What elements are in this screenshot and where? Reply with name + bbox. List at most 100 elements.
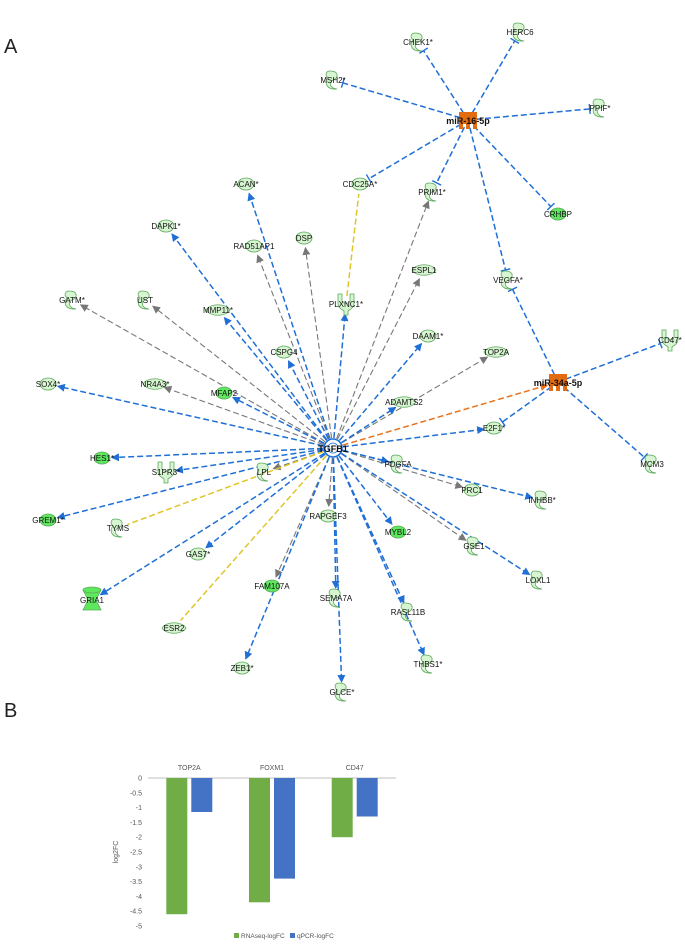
node-hes1[interactable]: HES1*	[90, 451, 114, 465]
node-dsp[interactable]: DSP	[295, 231, 313, 245]
edge-mir16-to-ppif	[475, 103, 591, 121]
node-mfap2[interactable]: MFAP2	[211, 386, 238, 400]
node-s1pr3[interactable]: S1PR3*	[152, 461, 180, 484]
node-espl1[interactable]: ESPL1	[411, 264, 437, 276]
node-label: PRIM1*	[418, 188, 446, 197]
edge-tgfb1-to-ust	[152, 305, 326, 443]
node-lpl[interactable]: LPL	[256, 462, 272, 482]
edge-mir16-to-crhbp	[472, 125, 555, 211]
node-nr4a3[interactable]: NR4A3*	[141, 378, 170, 390]
node-label: VEGFA*	[493, 276, 523, 285]
node-label: ACAN*	[233, 180, 258, 189]
edge-tgfb1-to-acan	[247, 192, 331, 439]
node-herc6[interactable]: HERC6	[506, 22, 534, 42]
panel-label-a: A	[4, 36, 18, 58]
y-tick-label: -4	[136, 894, 142, 901]
node-gatm[interactable]: GATM*	[59, 290, 85, 310]
node-mybl2[interactable]: MYBL2	[385, 525, 412, 539]
node-label: FAM107A	[254, 582, 290, 591]
bar-qpcr-logfc-top2a	[191, 778, 213, 812]
node-grem1[interactable]: GREM1*	[32, 513, 64, 527]
edge-mir16-to-herc6	[471, 37, 520, 114]
node-sema7a[interactable]: SEMA7A	[320, 588, 353, 608]
node-cd47[interactable]: CD47*	[658, 329, 682, 352]
edge-mir16-to-cdc25a	[365, 123, 462, 184]
node-label: TYMS	[107, 524, 129, 533]
y-tick-label: -3	[136, 864, 142, 871]
node-dapk1[interactable]: DAPK1*	[151, 219, 181, 233]
node-label: MYBL2	[385, 528, 412, 537]
node-tyms[interactable]: TYMS	[107, 518, 129, 538]
y-tick-label: -5	[136, 924, 142, 931]
node-rapgef3[interactable]: RAPGEF3	[309, 509, 347, 523]
edge-tgfb1-to-s1pr3	[174, 448, 324, 474]
node-glce[interactable]: GLCE*	[330, 682, 355, 702]
node-label: MCM3	[640, 460, 664, 469]
node-vegfa[interactable]: VEGFA*	[493, 270, 523, 290]
edge-tgfb1-to-gse1	[340, 453, 467, 541]
node-label: RAD51AP1	[234, 242, 275, 251]
node-label: NR4A3*	[141, 380, 170, 389]
y-tick-label: 0	[138, 776, 142, 783]
edge-tgfb1-to-e2f1	[342, 426, 486, 448]
node-sox4[interactable]: SOX4*	[36, 377, 60, 391]
node-mmp11[interactable]: MMP11*	[203, 304, 233, 316]
node-cspg4[interactable]: CSPG4	[270, 345, 298, 359]
node-gria1[interactable]: GRIA1	[80, 586, 105, 611]
node-esr2[interactable]: ESR2	[161, 622, 187, 634]
node-label: RAPGEF3	[309, 512, 347, 521]
bar-rnaseq-logfc-top2a	[166, 778, 188, 915]
node-top2a[interactable]: TOP2A	[483, 346, 510, 358]
node-thbs1[interactable]: THBS1*	[414, 654, 443, 674]
node-e2f1[interactable]: E2F1*	[483, 421, 505, 435]
node-gas7[interactable]: GAS7*	[186, 547, 210, 561]
node-daam1[interactable]: DAAM1*	[413, 329, 444, 343]
node-ust[interactable]: UST	[137, 290, 153, 310]
bar-rnaseq-logfc-foxm1	[249, 778, 270, 903]
node-acan[interactable]: ACAN*	[233, 177, 259, 191]
node-prim1[interactable]: PRIM1*	[418, 182, 446, 202]
node-pdgfa[interactable]: PDGFA	[384, 454, 412, 474]
node-mcm3[interactable]: MCM3	[640, 454, 664, 474]
node-label: DAAM1*	[413, 332, 444, 341]
node-label: GREM1*	[32, 516, 64, 525]
logfc-bar-chart: 0-0.5-1-1.5-2-2.5-3-3.5-4-4.5-5log2FCTOP…	[113, 765, 396, 940]
node-fam107a[interactable]: FAM107A	[254, 579, 290, 593]
node-mir-34a-5p[interactable]: miR-34a-5p	[534, 374, 583, 391]
node-adamts2[interactable]: ADAMTS2	[385, 396, 423, 408]
legend-label-rnaseq-logfc: RNAseq-logFC	[241, 933, 285, 940]
y-tick-label: -1.5	[130, 820, 142, 827]
node-prc1[interactable]: PRC1	[461, 483, 483, 497]
edge-tgfb1-to-gas7	[205, 453, 326, 549]
category-label-top2a: TOP2A	[178, 765, 201, 772]
y-tick-label: -3.5	[130, 879, 142, 886]
node-rasl11b[interactable]: RASL11B	[391, 602, 426, 622]
node-label: CRHBP	[544, 210, 572, 219]
node-chek1[interactable]: CHEK1*	[403, 32, 433, 52]
edge-tgfb1-to-prc1	[342, 450, 464, 489]
node-label: TOP2A	[483, 348, 510, 357]
node-inhbb[interactable]: INHBB*	[528, 490, 556, 510]
edge-mir34-to-e2f1	[498, 386, 552, 427]
edge-mir16-to-prim1	[431, 126, 466, 186]
edge-plxnc1-to-cdc25a	[346, 193, 360, 297]
edge-tgfb1-to-prim1	[336, 200, 430, 439]
node-loxl1[interactable]: LOXL1	[526, 570, 551, 590]
node-tgfb1[interactable]: TGFB1	[318, 438, 348, 458]
node-msh2[interactable]: MSH2*	[320, 70, 346, 90]
node-crhbp[interactable]: CRHBP	[544, 207, 572, 221]
node-cdc25a[interactable]: CDC25A*	[343, 177, 378, 191]
node-label: PDGFA	[384, 460, 412, 469]
edge-tgfb1-to-loxl1	[340, 452, 531, 576]
node-zeb1[interactable]: ZEB1*	[230, 661, 254, 675]
edge-tgfb1-to-mybl2	[338, 455, 393, 525]
edge-tgfb1-to-rad51ap1	[256, 254, 330, 439]
edge-tgfb1-to-gria1	[99, 452, 325, 596]
node-gse1[interactable]: GSE1	[463, 536, 485, 556]
node-ppif[interactable]: PPIF*	[590, 98, 611, 118]
node-rad51ap1[interactable]: RAD51AP1	[234, 239, 275, 253]
node-label: SEMA7A	[320, 594, 353, 603]
node-mir-16-5p[interactable]: miR-16-5p	[446, 112, 490, 129]
node-plxnc1[interactable]: PLXNC1*	[329, 293, 363, 316]
edge-tgfb1-to-mfap2	[232, 396, 325, 445]
